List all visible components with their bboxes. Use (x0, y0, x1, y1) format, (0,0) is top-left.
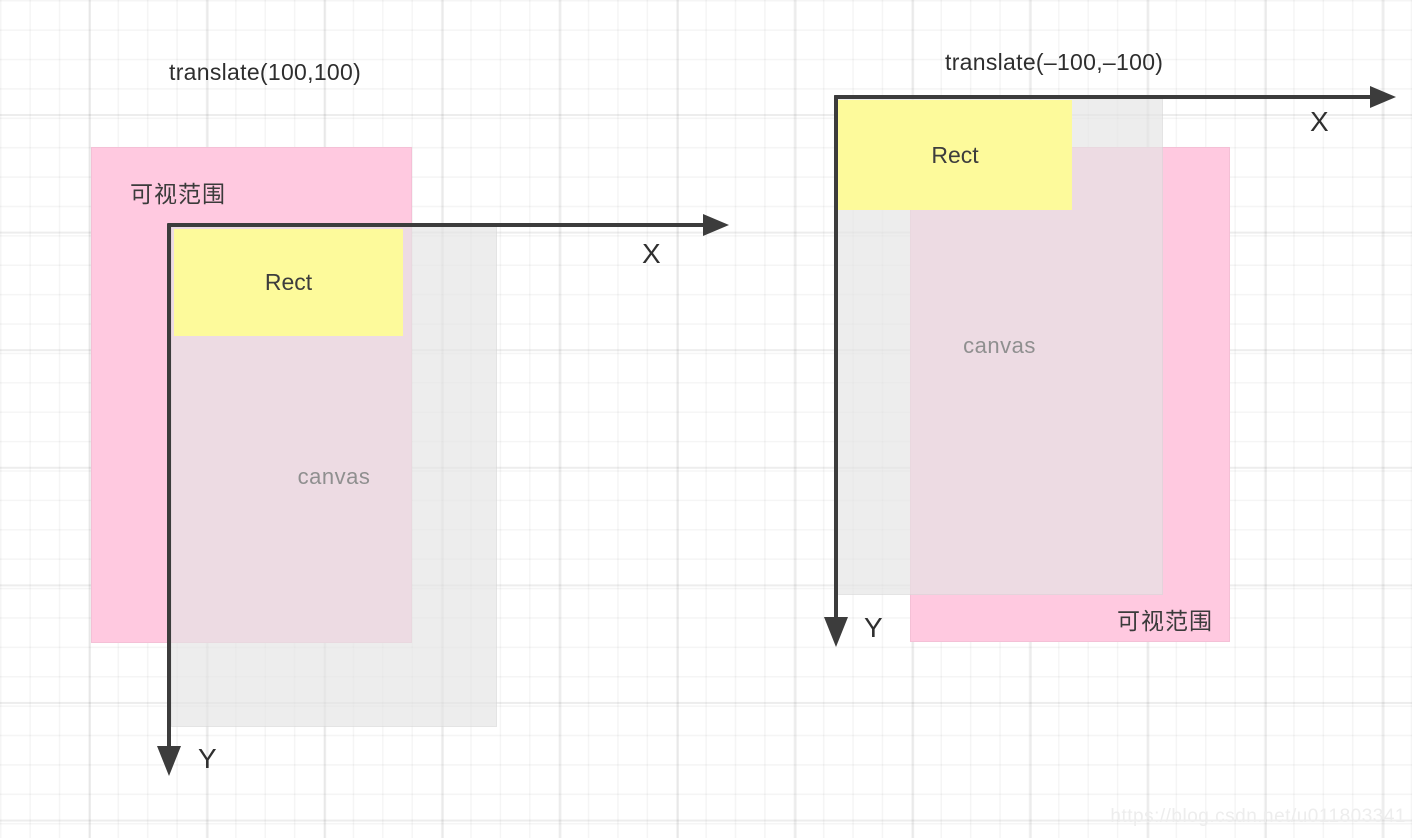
rect-shape: Rect (838, 100, 1072, 210)
x-axis-line (168, 223, 710, 227)
x-axis-line (834, 95, 1378, 99)
watermark-url: https://blog.csdn.net/u011803341 (1110, 806, 1406, 827)
x-axis-arrow-icon (703, 214, 729, 236)
rect-label: Rect (931, 141, 979, 168)
viewport-label: 可视范围 (130, 181, 226, 207)
y-axis-arrow-icon (824, 617, 848, 647)
y-axis-label: Y (864, 612, 883, 643)
rect-shape: Rect (174, 229, 403, 336)
canvas-label: canvas (963, 333, 1036, 358)
diagram-title: translate(100,100) (169, 59, 362, 85)
viewport-label: 可视范围 (1117, 608, 1213, 634)
rect-label: Rect (264, 269, 313, 295)
canvas-label: canvas (297, 463, 371, 489)
x-axis-label: X (1310, 106, 1329, 137)
x-axis-label: X (642, 238, 661, 269)
y-axis-line (167, 223, 171, 757)
y-axis-label: Y (198, 743, 217, 774)
y-axis-arrow-icon (157, 746, 181, 776)
diagram-title: translate(–100,–100) (945, 49, 1164, 75)
x-axis-arrow-icon (1370, 86, 1396, 108)
y-axis-line (834, 95, 838, 627)
